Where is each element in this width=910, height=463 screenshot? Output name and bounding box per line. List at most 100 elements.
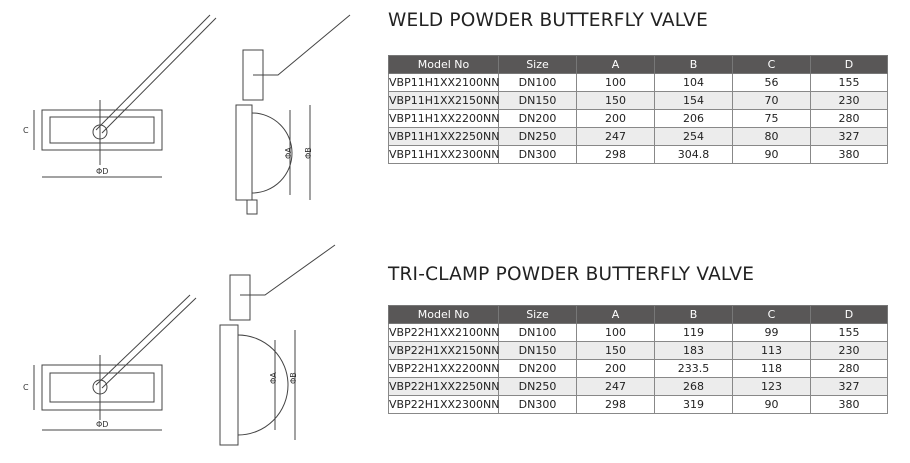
weld-valve-drawing: ΦD C ΦA ΦB xyxy=(23,14,351,215)
table-cell: 90 xyxy=(732,395,811,414)
side-view: ΦA ΦB xyxy=(219,244,336,446)
label-c: C xyxy=(23,126,29,135)
label-a: ΦA xyxy=(284,147,293,159)
header-d: D xyxy=(810,305,888,324)
header-model: Model No xyxy=(388,305,499,324)
front-view: ΦD C xyxy=(23,14,217,178)
table-cell: 154 xyxy=(654,91,733,110)
table-cell: 155 xyxy=(810,73,888,92)
header-a: A xyxy=(576,305,655,324)
label-b: ΦB xyxy=(289,372,298,384)
section-title-weld: WELD POWDER BUTTERFLY VALVE xyxy=(388,10,708,31)
table-cell: 100 xyxy=(576,73,655,92)
table-cell: 80 xyxy=(732,127,811,146)
table-cell: 113 xyxy=(732,341,811,360)
table-cell: 327 xyxy=(810,127,888,146)
table-cell: 230 xyxy=(810,91,888,110)
side-view: ΦA ΦB xyxy=(235,14,351,215)
table-cell: DN150 xyxy=(498,341,577,360)
table-header: Model No Size A B C D xyxy=(388,55,888,74)
table-cell: 206 xyxy=(654,109,733,128)
header-size: Size xyxy=(498,305,577,324)
table-cell: 90 xyxy=(732,145,811,164)
table-cell: 327 xyxy=(810,377,888,396)
table-cell: DN250 xyxy=(498,377,577,396)
label-a: ΦA xyxy=(269,372,278,384)
table-cell: 298 xyxy=(576,395,655,414)
table-cell: VBP22H1XX2200NN xyxy=(388,359,500,378)
table-cell: DN200 xyxy=(498,359,577,378)
table-cell: 118 xyxy=(732,359,811,378)
header-size: Size xyxy=(498,55,577,74)
table-cell: DN300 xyxy=(498,395,577,414)
table-cell: DN100 xyxy=(498,73,577,92)
table-cell: 70 xyxy=(732,91,811,110)
header-a: A xyxy=(576,55,655,74)
table-cell: VBP11H1XX2300NN xyxy=(388,145,500,164)
section-title-tri-clamp: TRI-CLAMP POWDER BUTTERFLY VALVE xyxy=(388,264,755,285)
table-cell: 119 xyxy=(654,323,733,342)
table-cell: DN150 xyxy=(498,91,577,110)
header-d: D xyxy=(810,55,888,74)
table-cell: 268 xyxy=(654,377,733,396)
table-cell: 319 xyxy=(654,395,733,414)
header-b: B xyxy=(654,55,733,74)
table-cell: 247 xyxy=(576,377,655,396)
table-cell: 233.5 xyxy=(654,359,733,378)
table-cell: 155 xyxy=(810,323,888,342)
header-model: Model No xyxy=(388,55,499,74)
table-cell: 75 xyxy=(732,109,811,128)
table-header: Model No Size A B C D xyxy=(388,305,888,324)
table-cell: 280 xyxy=(810,359,888,378)
front-view: ΦD C xyxy=(23,294,197,431)
table-cell: DN300 xyxy=(498,145,577,164)
table-cell: VBP22H1XX2100NN xyxy=(388,323,500,342)
header-c: C xyxy=(732,55,811,74)
table-cell: 150 xyxy=(576,341,655,360)
table-cell: 254 xyxy=(654,127,733,146)
label-c: C xyxy=(23,383,29,392)
table-cell: 304.8 xyxy=(654,145,733,164)
table-cell: 280 xyxy=(810,109,888,128)
table-cell: 100 xyxy=(576,323,655,342)
header-b: B xyxy=(654,305,733,324)
table-cell: DN250 xyxy=(498,127,577,146)
tri-clamp-valve-drawing: ΦD C ΦA ΦB xyxy=(23,244,336,446)
table-cell: 150 xyxy=(576,91,655,110)
label-d: ΦD xyxy=(96,167,108,176)
label-d: ΦD xyxy=(96,420,108,429)
header-c: C xyxy=(732,305,811,324)
table-cell: 56 xyxy=(732,73,811,92)
table-cell: DN200 xyxy=(498,109,577,128)
table-cell: 104 xyxy=(654,73,733,92)
table-cell: 380 xyxy=(810,395,888,414)
table-cell: DN100 xyxy=(498,323,577,342)
table-cell: VBP11H1XX2100NN xyxy=(388,73,500,92)
table-cell: 123 xyxy=(732,377,811,396)
table-cell: VBP22H1XX2150NN xyxy=(388,341,500,360)
label-b: ΦB xyxy=(304,147,313,159)
table-cell: VBP11H1XX2200NN xyxy=(388,109,500,128)
table-cell: 247 xyxy=(576,127,655,146)
table-cell: 298 xyxy=(576,145,655,164)
table-cell: VBP11H1XX2150NN xyxy=(388,91,500,110)
table-cell: VBP11H1XX2250NN xyxy=(388,127,500,146)
table-cell: 200 xyxy=(576,359,655,378)
table-cell: VBP22H1XX2250NN xyxy=(388,377,500,396)
table-cell: 230 xyxy=(810,341,888,360)
table-cell: 380 xyxy=(810,145,888,164)
table-cell: VBP22H1XX2300NN xyxy=(388,395,500,414)
table-cell: 99 xyxy=(732,323,811,342)
